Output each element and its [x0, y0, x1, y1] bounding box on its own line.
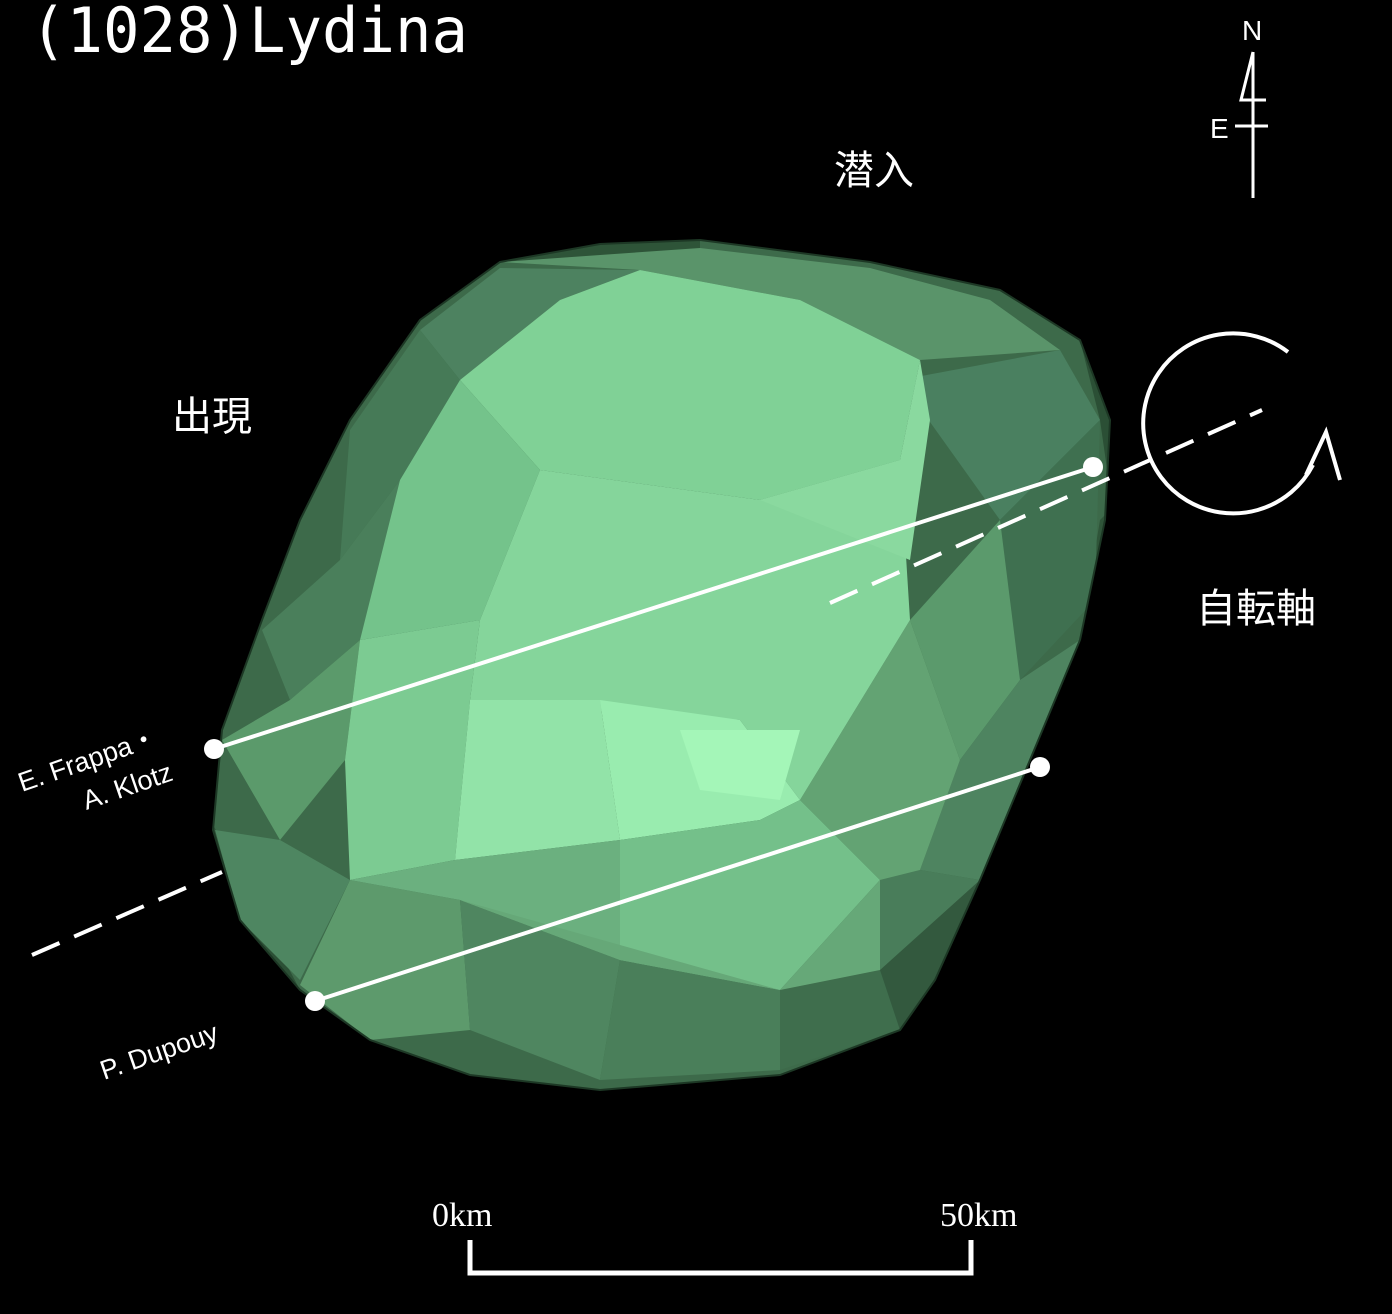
- asteroid-outline: [211, 238, 1112, 1092]
- chord-endpoint: [204, 739, 224, 759]
- scale-bar: 0km 50km: [432, 1197, 1017, 1276]
- compass: N E: [1210, 15, 1268, 198]
- scale-bar-line: [467, 1240, 974, 1276]
- chord-frappa-klotz: [204, 457, 1103, 759]
- rotation-arrowhead-icon: [1304, 426, 1342, 481]
- spin-axis-line: [829, 408, 1263, 605]
- compass-east-label: E: [1210, 113, 1229, 144]
- rotation-arrow-icon: [1141, 331, 1315, 516]
- page-title: (1028)Lydina: [30, 0, 468, 67]
- chord-endpoint: [305, 991, 325, 1011]
- reappearance-label: 出現: [172, 394, 252, 440]
- compass-north-label: N: [1242, 15, 1262, 46]
- disappearance-label: 潜入: [834, 148, 914, 194]
- asteroid-shape-model: [213, 240, 1110, 1090]
- spin-axis-label: 自転軸: [1196, 586, 1316, 632]
- chord-endpoint: [1030, 757, 1050, 777]
- scale-start-label: 0km: [432, 1197, 492, 1234]
- spin-axis-line-extension: [31, 870, 223, 957]
- chord-dupouy: [305, 757, 1050, 1011]
- chord-line: [314, 765, 1041, 1003]
- scale-end-label: 50km: [940, 1197, 1017, 1234]
- chord-line: [213, 465, 1094, 751]
- north-arrow-icon: [1239, 51, 1266, 102]
- chord-endpoint: [1083, 457, 1103, 477]
